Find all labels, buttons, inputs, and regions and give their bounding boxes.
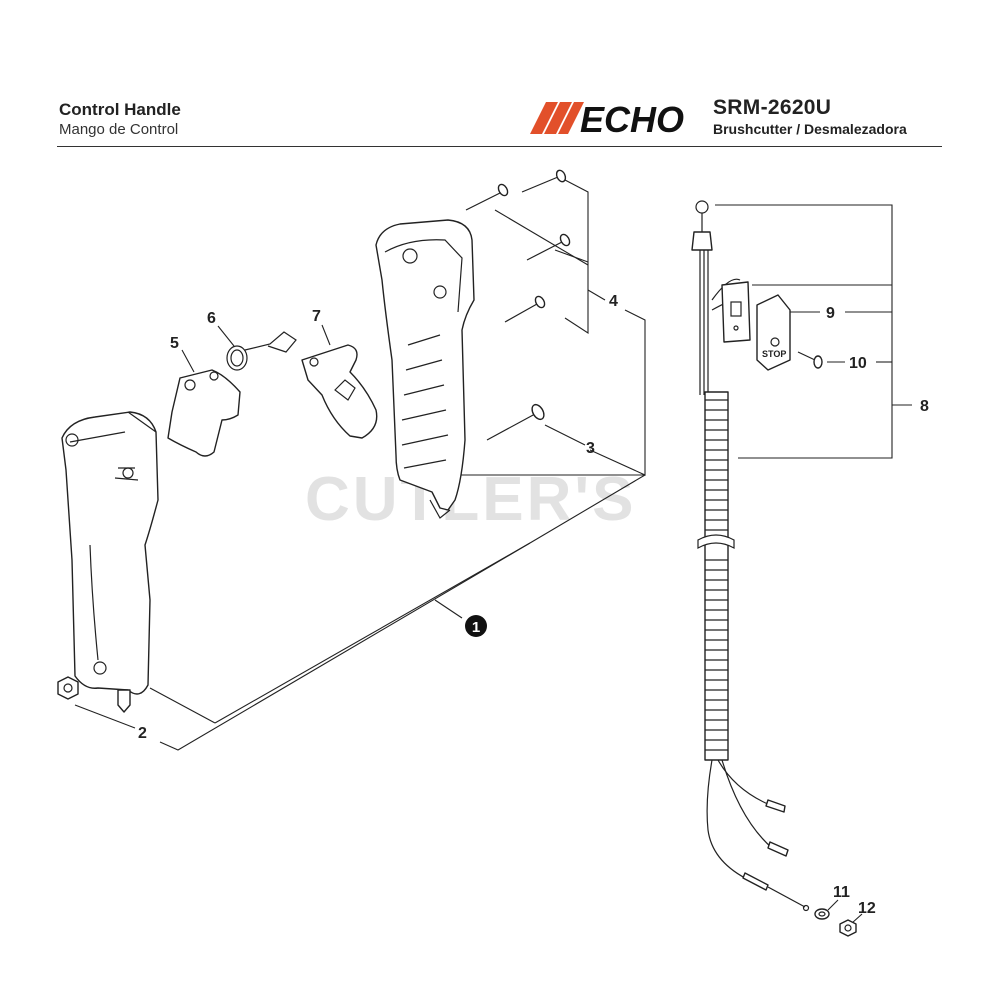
- callout-2: 2: [138, 725, 147, 742]
- screws-set: [465, 169, 571, 323]
- leader-lines: [74, 179, 912, 924]
- small-nut: [839, 919, 857, 937]
- long-screw: [486, 403, 545, 441]
- callout-9: 9: [826, 305, 835, 322]
- header-rule: [57, 146, 942, 147]
- callout-1: 1: [472, 619, 480, 636]
- leader-6: [217, 325, 235, 347]
- callout-8: 8: [920, 398, 929, 415]
- handle-half-left: [61, 411, 159, 713]
- torsion-spring: [226, 331, 297, 371]
- logo-stripes: [530, 102, 584, 134]
- callout-6: 6: [207, 310, 216, 327]
- leader-11: [827, 899, 839, 911]
- brand-block: ECHO SRM-2620U Brushcutter / Desmalezado…: [528, 96, 948, 140]
- leader-12: [851, 913, 863, 924]
- callout-10: 10: [849, 355, 867, 372]
- watermark: CUTLER'S: [305, 465, 637, 534]
- screw: [504, 295, 546, 323]
- callout-12: 12: [858, 900, 876, 917]
- leader-7: [321, 324, 331, 346]
- callout-7: 7: [312, 308, 321, 325]
- switch-screw: [797, 351, 823, 369]
- model-number: SRM-2620U: [713, 96, 832, 119]
- throttle-trigger: [301, 344, 378, 439]
- leader-8-bracket: [715, 204, 893, 459]
- leader-3: [544, 424, 586, 446]
- leader-2-b: [149, 687, 216, 724]
- stop-label: STOP: [762, 349, 786, 359]
- leader-4-right: [589, 309, 646, 476]
- stop-switch: [721, 281, 751, 343]
- leader-4-upper: [564, 179, 589, 335]
- page-title: Control Handle: [59, 100, 181, 119]
- stop-plate: STOP: [756, 294, 791, 371]
- washer: [814, 908, 830, 920]
- logo-wordmark: ECHO: [580, 99, 684, 140]
- lock-icon: [122, 467, 134, 479]
- product-name: Brushcutter / Desmalezadora: [713, 121, 907, 137]
- callout-1-badge: [465, 615, 487, 637]
- leader-1-long: [214, 542, 531, 724]
- leader-1-diag: [529, 474, 646, 544]
- screw: [526, 233, 571, 261]
- nut: [57, 676, 79, 700]
- page-subtitle: Mango de Control: [59, 121, 179, 138]
- echo-logo: ECHO: [530, 99, 684, 140]
- leader-4-screw3: [554, 249, 589, 263]
- callout-4: 4: [609, 293, 618, 310]
- callout-5: 5: [170, 335, 179, 352]
- callout-3: 3: [586, 440, 595, 457]
- throttle-lockout: [167, 369, 241, 457]
- leader-4-callout: [587, 289, 606, 301]
- leader-1-callout: [434, 599, 463, 619]
- title-block: Control Handle Mango de Control: [59, 100, 181, 139]
- leader-2-c: [159, 542, 531, 751]
- callout-11: 11: [833, 884, 850, 901]
- leader-5: [181, 349, 195, 373]
- screw: [465, 183, 509, 211]
- screw: [521, 169, 567, 193]
- leader-2-a: [74, 704, 136, 729]
- handle-half-right: [375, 219, 475, 519]
- wiring-harness: [691, 200, 810, 912]
- callouts: 1 2 3 4 5 6 7 8 9 10 11 12: [138, 293, 929, 917]
